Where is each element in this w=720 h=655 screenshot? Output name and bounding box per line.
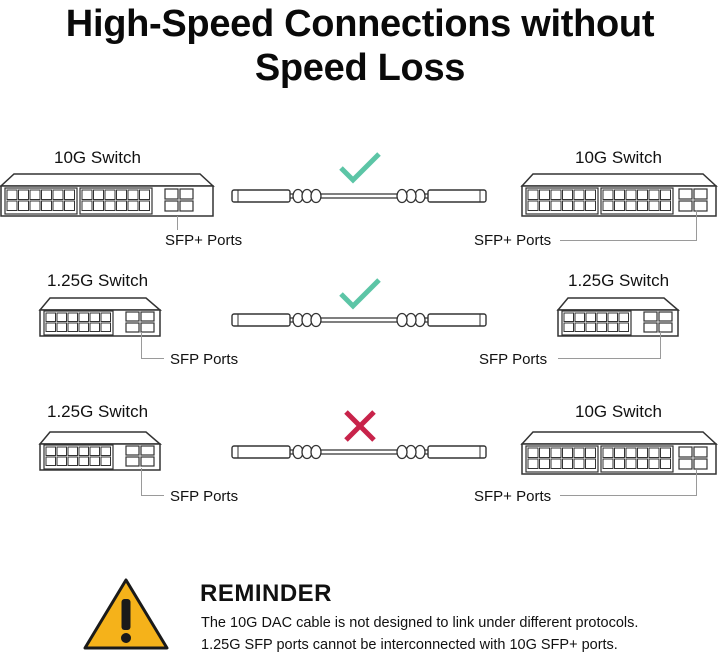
row2-left-switch-label: 1.25G Switch	[47, 271, 149, 290]
row3-cross-icon	[344, 410, 376, 442]
row2-check-icon	[339, 278, 381, 310]
row3-right-switch-label: 10G Switch	[575, 402, 662, 421]
port-grid	[43, 444, 155, 470]
port-grid	[525, 445, 708, 473]
row3-left-switch-label: 1.25G Switch	[47, 402, 149, 421]
reminder-line-1: The 10G DAC cable is not designed to lin…	[201, 615, 639, 631]
row2-right-ports-label: SFP Ports	[479, 351, 548, 368]
reminder-title: REMINDER	[200, 580, 333, 607]
row3-left-ports-label: SFP Ports	[170, 488, 239, 505]
row2-left-callout	[141, 332, 164, 359]
row2-dac-cable	[231, 312, 487, 328]
row1-right-10g-switch	[520, 173, 718, 217]
row3-dac-cable	[231, 444, 487, 460]
warning-icon	[83, 578, 169, 650]
port-grid	[561, 310, 673, 336]
row2-right-1g-switch	[556, 297, 681, 337]
row1-right-switch-label: 10G Switch	[575, 148, 662, 167]
row1-left-ports-label: SFP+ Ports	[165, 232, 243, 249]
row3-right-10g-switch	[520, 431, 718, 475]
port-grid	[525, 187, 708, 215]
row1-left-callout	[177, 216, 178, 230]
row2-right-callout	[558, 332, 661, 359]
row1-right-callout	[560, 210, 697, 241]
row1-dac-cable	[231, 188, 487, 204]
row2-right-switch-label: 1.25G Switch	[568, 271, 670, 290]
page-title: High-Speed Connections without Speed Los…	[0, 2, 720, 90]
row2-left-ports-label: SFP Ports	[170, 351, 239, 368]
row1-check-icon	[339, 152, 381, 184]
row1-left-10g-switch	[0, 173, 215, 217]
title-line-2: Speed Loss	[254, 47, 466, 89]
port-grid	[43, 310, 155, 336]
row2-left-1g-switch	[38, 297, 163, 337]
reminder-line-2: 1.25G SFP ports cannot be interconnected…	[201, 637, 618, 653]
row3-left-callout	[141, 468, 164, 496]
port-grid	[4, 187, 194, 215]
row3-right-callout	[560, 470, 697, 496]
row1-right-ports-label: SFP+ Ports	[474, 232, 552, 249]
row3-left-1g-switch	[38, 431, 163, 471]
title-line-1: High-Speed Connections without	[65, 3, 655, 45]
row3-right-ports-label: SFP+ Ports	[474, 488, 552, 505]
row1-left-switch-label: 10G Switch	[54, 148, 141, 167]
